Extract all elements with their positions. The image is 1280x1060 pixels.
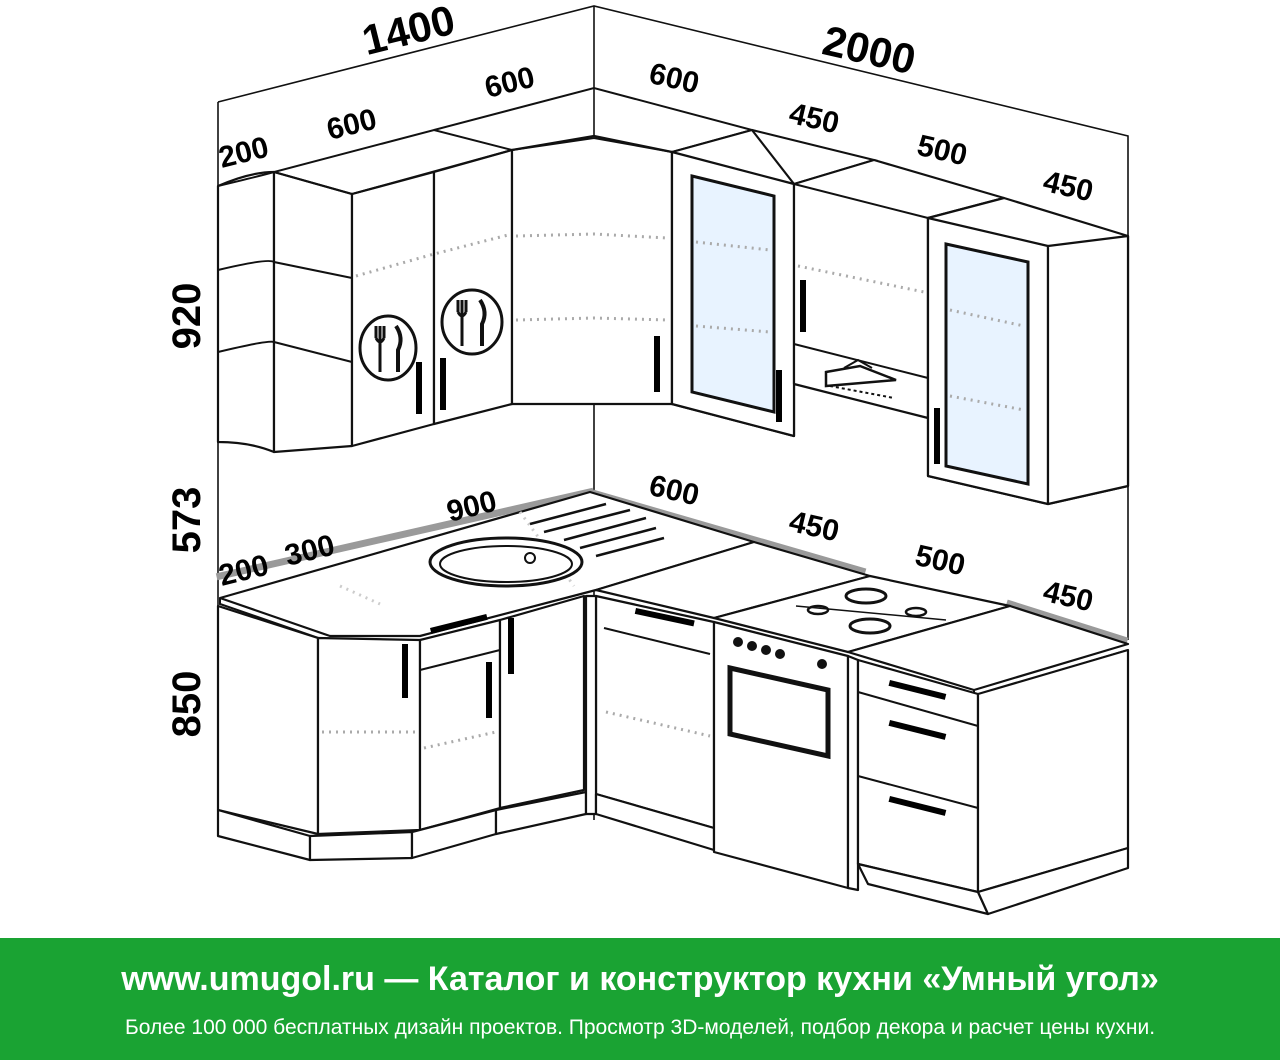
dim-height-lower: 850 [165, 671, 209, 738]
cabinet-handle [416, 362, 422, 414]
cabinet-handle [508, 618, 514, 674]
upper-cabinet-glass-450-right [926, 196, 1130, 506]
dim-wall-right: 2000 [818, 16, 920, 83]
lower-cabinet-600 [584, 594, 716, 852]
cabinet-handle [654, 336, 660, 392]
footer-subtitle: Более 100 000 бесплатных дизайн проектов… [124, 1016, 1156, 1039]
upper-cabinet-glass-450 [670, 128, 878, 438]
dim-lower-450: 450 [786, 505, 842, 548]
dim-lower-500: 500 [912, 539, 968, 582]
dim-upper-600-right: 600 [646, 57, 702, 100]
drawer-handle [634, 608, 695, 627]
drawer-handle [888, 679, 947, 700]
dim-wall-left: 1400 [357, 0, 459, 64]
dim-upper-600-corner: 600 [481, 61, 538, 105]
oven-door [727, 664, 831, 760]
footer-title[interactable]: www.umugol.ru — Каталог и конструктор ку… [121, 960, 1159, 998]
stove-knobs-icon [733, 637, 827, 669]
drawer-handle [429, 613, 488, 634]
dim-upper-200: 200 [215, 131, 272, 175]
dim-upper-450: 450 [786, 97, 842, 140]
dim-height-gap: 573 [165, 487, 209, 554]
countertop-right [594, 540, 1130, 698]
cutlery-icon [440, 288, 504, 356]
cabinet-handle [440, 358, 446, 410]
upper-cabinet-600-left [350, 148, 514, 448]
upper-corner-shelf [216, 128, 513, 454]
lower-cabinet-500 [846, 648, 1130, 916]
drawer-handle [888, 795, 947, 816]
drawer-handle [888, 720, 947, 740]
dim-upper-600-left: 600 [323, 103, 380, 147]
lower-corner-cabinets [216, 594, 588, 862]
stove-450 [712, 620, 850, 890]
dim-upper-450-right: 450 [1040, 165, 1096, 208]
dim-lower-450-right: 450 [1040, 575, 1096, 618]
cabinet-handle [402, 644, 408, 698]
kitchen-diagram: 1400 2000 200 600 600 600 450 500 450 92… [165, 0, 1130, 916]
cabinet-handle [776, 370, 782, 422]
dim-upper-500: 500 [914, 129, 970, 172]
drainer-lines [529, 502, 665, 558]
dim-lower-600: 600 [646, 469, 702, 512]
range-hood-icon [824, 358, 897, 399]
cabinet-handle [486, 662, 492, 718]
footer-banner: www.umugol.ru — Каталог и конструктор ку… [0, 938, 1280, 1060]
cabinet-handle [934, 408, 940, 464]
cutlery-icon [358, 314, 418, 382]
sink-icon [428, 536, 584, 588]
cabinet-handle [800, 280, 806, 332]
kitchen-drawing: 1400 2000 200 600 600 600 450 500 450 92… [165, 0, 1130, 916]
countertop [218, 490, 756, 643]
dim-height-upper: 920 [165, 283, 209, 350]
stove-burners-icon [795, 587, 947, 635]
